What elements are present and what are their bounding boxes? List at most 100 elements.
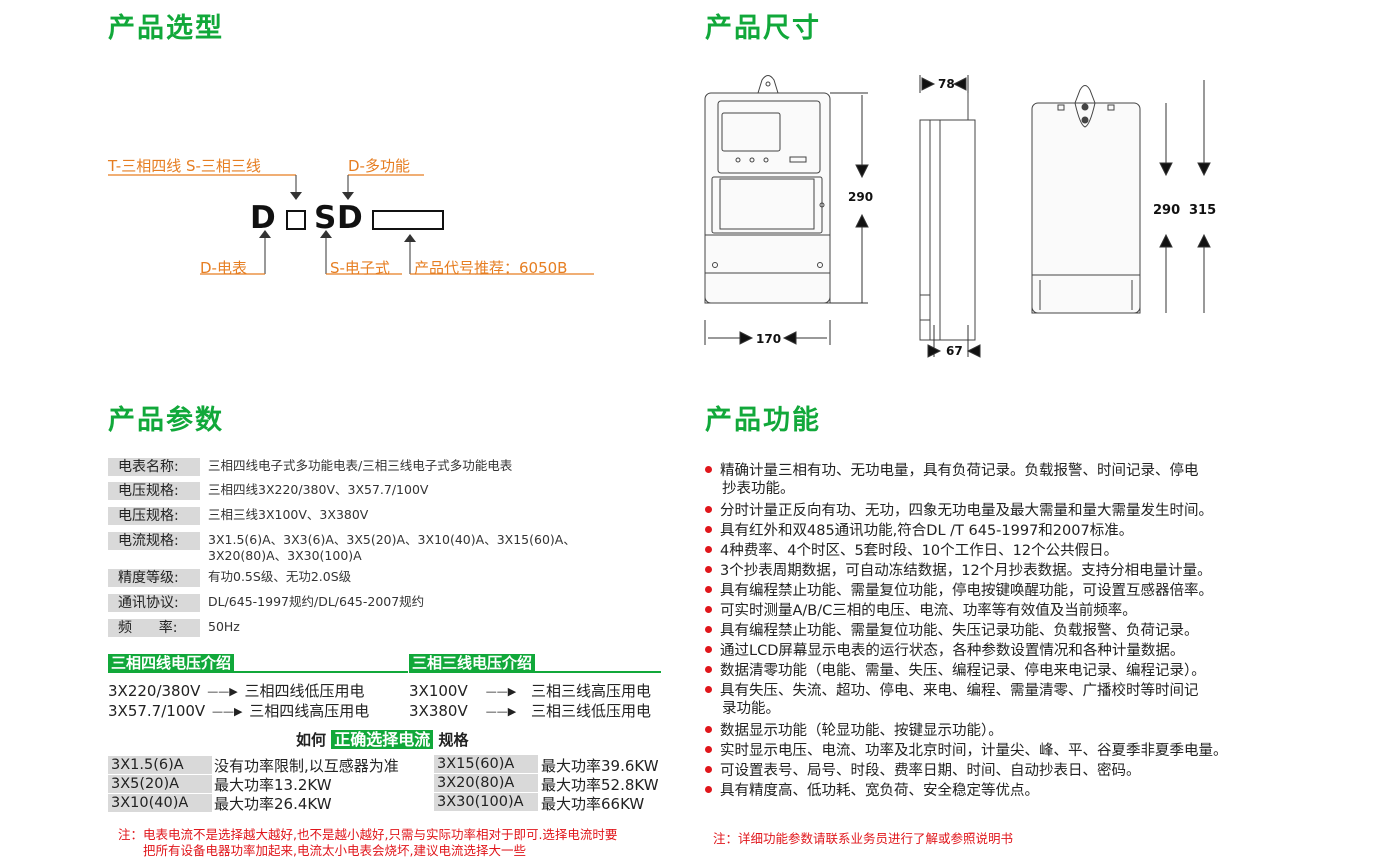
voltage-desc: 三相四线低压用电 <box>244 682 365 700</box>
list-item: 4种费率、4个时区、5套时段、10个工作日、12个公共假日。 <box>705 542 1118 560</box>
current-spec: 3X15(60)A <box>434 755 538 773</box>
voltage-row: 3X380V ——▶ 三相三线低压用电 <box>409 700 651 721</box>
dim-67: 67 <box>946 344 963 358</box>
heading-highlight: 正确选择电流 <box>331 730 434 749</box>
list-item: 3个抄表周期数据，可自动冻结数据，12个月抄表数据。支持分相电量计量。 <box>705 562 1212 580</box>
voltage-row: 3X100V ——▶ 三相三线高压用电 <box>409 680 651 701</box>
list-item: 通过LCD屏幕显示电表的运行状态，各种参数设置情况和各种计量数据。 <box>705 642 1184 660</box>
bullet-icon <box>705 666 712 673</box>
four-wire-voltage-title: 三相四线电压介绍 <box>108 654 235 673</box>
param-row: 精度等级: 有功0.5S级、无功2.0S级 <box>108 569 351 588</box>
feature-text: 具有失压、失流、超功、停电、来电、编程、需量清零、广播校时等时间记 <box>720 683 1199 699</box>
label-electronic: S-电子式 <box>330 259 390 277</box>
bullet-icon <box>705 566 712 573</box>
model-connector-lines <box>108 174 594 275</box>
bullet-icon <box>705 526 712 533</box>
dim-170: 170 <box>756 332 781 346</box>
feature-text: 4种费率、4个时区、5套时段、10个工作日、12个公共假日。 <box>720 543 1119 559</box>
feature-text-cont: 抄表功能。 <box>722 481 795 497</box>
dim-290-front: 290 <box>848 190 873 204</box>
list-item: 具有红外和双485通讯功能,符合DL /T 645-1997和2007标准。 <box>705 522 1133 540</box>
param-row: 电表名称: 三相四线电子式多功能电表/三相三线电子式多功能电表 <box>108 458 512 477</box>
model-letter-d2: D <box>337 200 363 236</box>
dim-290-back: 290 <box>1153 203 1180 218</box>
feature-text: 精确计量三相有功、无功电量，具有负荷记录。负载报警、时间记录、停电 <box>720 463 1199 479</box>
arrow-icon: ——▶ <box>211 705 243 718</box>
voltage-value: 3X380V <box>409 702 468 720</box>
current-note-line2: 把所有设备电器功率加起来,电流太小电表会烧坏,建议电流选择大一些 <box>143 843 526 858</box>
label-product-code: 产品代号推荐：6050B <box>414 259 568 277</box>
param-label: 通讯协议: <box>108 594 200 612</box>
list-item: 可设置表号、局号、时段、费率日期、时间、自动抄表日、密码。 <box>705 762 1141 780</box>
param-value: DL/645-1997规约/DL/645-2007规约 <box>208 594 425 609</box>
heading-prefix: 如何 <box>296 731 327 749</box>
feature-text: 具有精度高、低功耗、宽负荷、安全稳定等优点。 <box>720 783 1039 799</box>
feature-text: 具有编程禁止功能、需量复位功能，停电按键唤醒功能，可设置互感器倍率。 <box>720 583 1213 599</box>
param-label: 电压规格: <box>108 482 200 500</box>
list-item: 精确计量三相有功、无功电量，具有负荷记录。负载报警、时间记录、停电抄表功能。 <box>705 462 1199 498</box>
voltage-row: 3X57.7/100V ——▶ 三相四线高压用电 <box>108 700 369 721</box>
current-spec: 3X30(100)A <box>434 793 538 811</box>
list-item: 分时计量正反向有功、无功，四象无功电量及最大需量和量大需量发生时间。 <box>705 502 1213 520</box>
feature-text: 分时计量正反向有功、无功，四象无功电量及最大需量和量大需量发生时间。 <box>720 503 1213 519</box>
voltage-value: 3X100V <box>409 682 468 700</box>
list-item: 具有失压、失流、超功、停电、来电、编程、需量清零、广播校时等时间记录功能。 <box>705 682 1199 718</box>
bullet-icon <box>705 726 712 733</box>
three-wire-voltage-title: 三相三线电压介绍 <box>409 654 536 673</box>
dim-315: 315 <box>1189 203 1216 218</box>
list-item: 可实时测量A/B/C三相的电压、电流、功率等有效值及当前频率。 <box>705 602 1137 620</box>
heading-suffix: 规格 <box>438 731 469 749</box>
feature-text: 可设置表号、局号、时段、费率日期、时间、自动抄表日、密码。 <box>720 763 1141 779</box>
feature-text: 数据显示功能（轮显功能、按键显示功能）。 <box>720 723 1003 739</box>
param-row: 电压规格: 三相三线3X100V、3X380V <box>108 507 368 526</box>
feature-text: 具有编程禁止功能、需量复位功能、失压记录功能、负载报警、负荷记录。 <box>720 623 1199 639</box>
current-power: 最大功率26.4KW <box>214 795 332 813</box>
feature-text: 通过LCD屏幕显示电表的运行状态，各种参数设置情况和各种计量数据。 <box>720 643 1185 659</box>
list-item: 实时显示电压、电流、功率及北京时间，计量尖、峰、平、谷夏季非夏季电量。 <box>705 742 1228 760</box>
bullet-icon <box>705 466 712 473</box>
current-spec: 3X10(40)A <box>108 794 212 812</box>
voltage-desc: 三相四线高压用电 <box>249 702 370 720</box>
list-item: 具有编程禁止功能、需量复位功能，停电按键唤醒功能，可设置互感器倍率。 <box>705 582 1213 600</box>
label-wire-type: T-三相四线 S-三相三线 <box>108 157 261 175</box>
bullet-icon <box>705 646 712 653</box>
current-note-line1: 注：电表电流不是选择越大越好,也不是越小越好,只需与实际功率相对于即可.选择电流… <box>118 827 618 842</box>
bullet-icon <box>705 606 712 613</box>
current-power: 最大功率13.2KW <box>214 776 332 794</box>
current-power: 最大功率52.8KW <box>541 776 659 794</box>
bullet-icon <box>705 746 712 753</box>
param-label: 电表名称: <box>108 458 200 476</box>
bullet-icon <box>705 686 712 693</box>
divider <box>409 671 661 673</box>
bullet-icon <box>705 786 712 793</box>
bullet-icon <box>705 586 712 593</box>
section-title-dimensions: 产品尺寸 <box>705 13 821 44</box>
voltage-desc: 三相三线高压用电 <box>531 682 652 700</box>
voltage-value: 3X57.7/100V <box>108 702 206 720</box>
feature-text: 实时显示电压、电流、功率及北京时间，计量尖、峰、平、谷夏季非夏季电量。 <box>720 743 1228 759</box>
param-value: 三相四线电子式多功能电表/三相三线电子式多功能电表 <box>208 458 513 473</box>
list-item: 数据清零功能（电能、需量、失压、编程记录、停电来电记录、编程记录）。 <box>705 662 1206 680</box>
bullet-icon <box>705 506 712 513</box>
arrow-icon: ——▶ <box>485 685 517 698</box>
arrow-icon: ——▶ <box>485 705 517 718</box>
section-title-functions: 产品功能 <box>705 405 821 436</box>
voltage-row: 3X220/380V ——▶ 三相四线低压用电 <box>108 680 364 701</box>
voltage-value: 3X220/380V <box>108 682 201 700</box>
param-row: 电流规格: 3X1.5(6)A、3X3(6)A、3X5(20)A、3X10(40… <box>108 532 576 566</box>
param-label: 电压规格: <box>108 507 200 525</box>
list-item: 具有编程禁止功能、需量复位功能、失压记录功能、负载报警、负荷记录。 <box>705 622 1199 640</box>
current-spec: 3X20(80)A <box>434 774 538 792</box>
model-blank-box <box>286 210 306 230</box>
param-value: 有功0.5S级、无功2.0S级 <box>208 569 352 584</box>
param-value: 三相四线3X220/380V、3X57.7/100V <box>208 482 429 497</box>
feature-text: 3个抄表周期数据，可自动冻结数据，12个月抄表数据。支持分相电量计量。 <box>720 563 1212 579</box>
bullet-icon <box>705 766 712 773</box>
current-choice-heading: 如何 正确选择电流 规格 <box>296 726 469 750</box>
voltage-desc: 三相三线低压用电 <box>531 702 652 720</box>
section-title-selection: 产品选型 <box>108 13 224 44</box>
dim-78: 78 <box>938 77 955 91</box>
label-multifunction: D-多功能 <box>348 157 410 175</box>
model-code-box <box>372 210 444 230</box>
param-row: 通讯协议: DL/645-1997规约/DL/645-2007规约 <box>108 594 424 613</box>
